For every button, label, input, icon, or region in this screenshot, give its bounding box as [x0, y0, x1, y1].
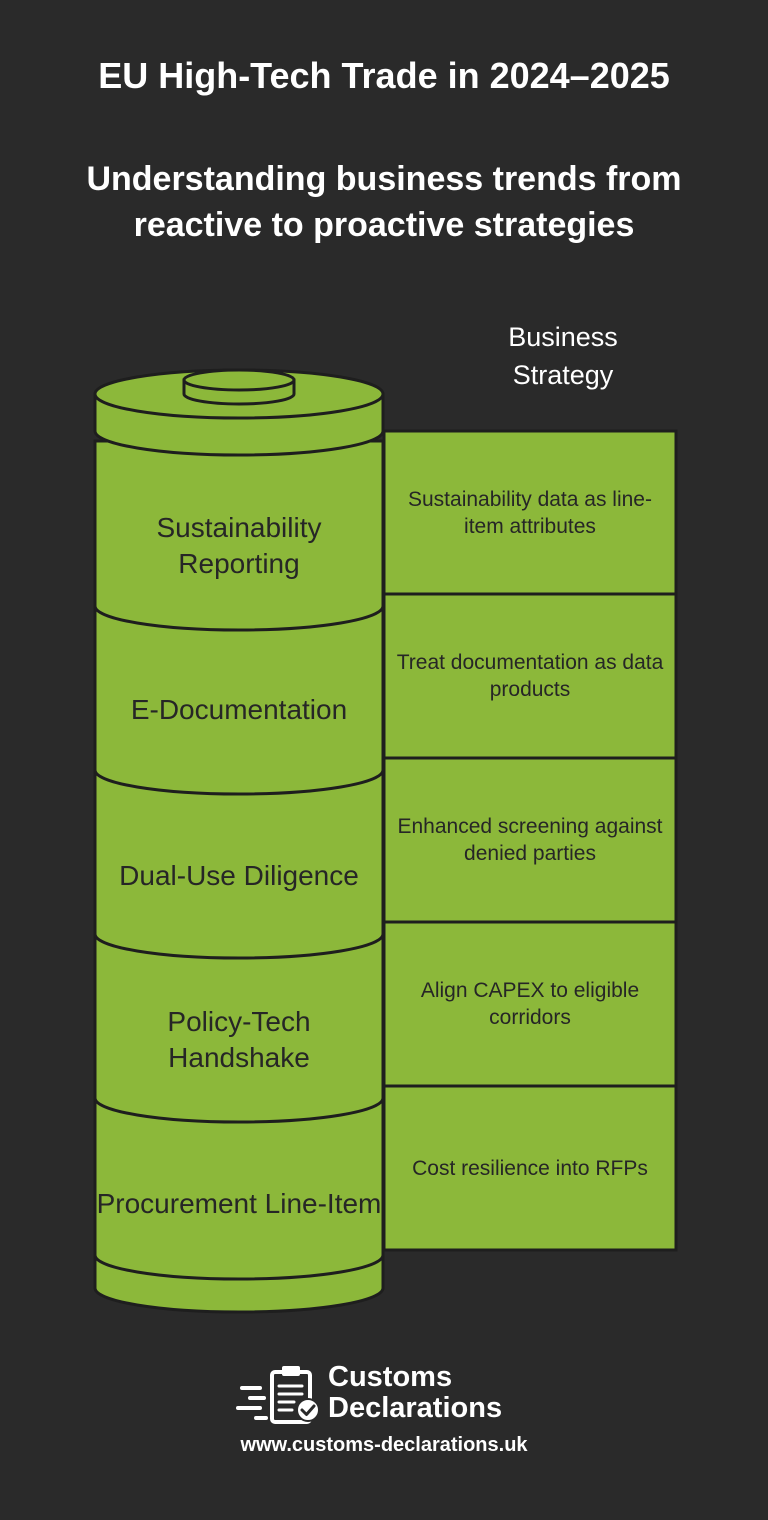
brand-logo: Customs Declarations [236, 1360, 536, 1426]
strategy-text-4: Align CAPEX to eligible corridors [420, 979, 640, 1029]
battery-segment-5 [93, 1096, 385, 1281]
strategy-box-5 [382, 1084, 678, 1252]
brand-name: Customs Declarations [328, 1361, 503, 1424]
strategy-box-3 [382, 756, 678, 924]
layer-label-e-documentation: E-Documentation [130, 694, 348, 725]
battery-segment-2 [93, 604, 385, 796]
strategy-box-4 [382, 920, 678, 1088]
layer-label-dual-use-diligence: Dual-Use Diligence [119, 860, 359, 891]
strategy-text-5: Cost resilience into RFPs [412, 1156, 648, 1180]
business-strategy-header: Business Strategy [508, 322, 618, 390]
website-url: www.customs-declarations.uk [240, 1434, 528, 1456]
strategy-box-2 [382, 592, 678, 760]
strategy-text-3: Enhanced screening against denied partie… [397, 815, 663, 865]
clipboard-check-icon [236, 1366, 320, 1424]
page-subtitle: Understanding business trends from react… [86, 160, 682, 244]
battery-terminal-top [182, 368, 296, 392]
page-title: EU High-Tech Trade in 2024–2025 [98, 55, 670, 96]
strategy-boxes [382, 429, 678, 1252]
layer-label-sustainability-reporting: Sustainability Reporting [156, 512, 322, 579]
layer-label-policy-tech-handshake: Policy-Tech Handshake [167, 1006, 311, 1073]
battery-segment-4 [93, 932, 385, 1124]
battery-segment-3 [93, 768, 385, 960]
layer-label-procurement-line-item: Procurement Line-Item [96, 1188, 382, 1219]
battery-body [93, 368, 385, 1314]
strategy-text-2: Treat documentation as data products [396, 651, 664, 701]
strategy-text-1: Sustainability data as line-item attribu… [408, 487, 652, 538]
battery-segment-1 [93, 439, 385, 632]
